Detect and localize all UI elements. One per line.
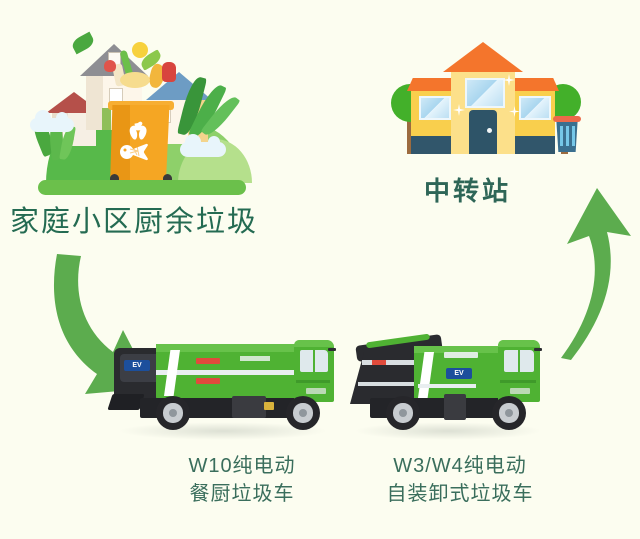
truck-logo-strip xyxy=(444,352,478,358)
station-window-center xyxy=(465,78,505,108)
source-label: 家庭小区厨余垃圾 xyxy=(10,206,259,238)
truck-w3-w4-label: W3/W4纯电动 自装卸式垃圾车 xyxy=(350,452,570,509)
station-window-left xyxy=(419,96,451,120)
cloud-left xyxy=(30,110,74,132)
truck-wheel-front xyxy=(286,396,320,430)
truck-mirror xyxy=(328,348,336,351)
truck-door-line xyxy=(296,380,330,383)
truck-cab-highlight xyxy=(294,340,334,347)
truck-body-stripe xyxy=(418,384,476,388)
truck-w3-w4: EV xyxy=(348,333,548,440)
truck-mirror xyxy=(534,348,542,351)
station-gable-roof xyxy=(443,42,523,72)
scrap-flower xyxy=(132,42,148,58)
truck-w10-label: W10纯电动 餐厨垃圾车 xyxy=(142,452,342,509)
truck-battery-box xyxy=(444,394,466,420)
scrap-pile xyxy=(120,72,150,88)
truck-logo-strip xyxy=(240,356,270,361)
truck-w3-w4-label-line2: 自装卸式垃圾车 xyxy=(386,483,534,506)
truck-wheel-front xyxy=(492,396,526,430)
truck-red-decal-2 xyxy=(196,378,220,384)
truck-body-highlight xyxy=(156,344,296,352)
truck-door-line xyxy=(500,380,536,383)
sparkle-icon-3 xyxy=(509,106,520,117)
ev-badge-icon: EV xyxy=(446,368,472,379)
bin-body-shade xyxy=(110,105,130,185)
transfer-station-illustration xyxy=(385,42,600,176)
kitchen-waste-bin xyxy=(106,97,176,190)
apple-core-icon xyxy=(129,121,147,140)
truck-wheel-rear xyxy=(156,396,190,430)
fish-bone-icon xyxy=(120,143,148,161)
truck-hopper-stripe-1 xyxy=(362,360,424,365)
truck-wheel-rear xyxy=(386,396,420,430)
station-roof-right xyxy=(501,78,559,91)
household-waste-illustration xyxy=(28,20,258,195)
truck-fuel-cap xyxy=(264,402,274,410)
scrap-bottle xyxy=(162,62,176,82)
cloud-right xyxy=(180,134,226,157)
truck-w10-label-line1: W10纯电动 xyxy=(188,455,296,477)
truck-body-stripe xyxy=(156,370,296,375)
truck-w10: EV xyxy=(107,336,336,440)
station-window-right xyxy=(519,96,551,120)
truck-cab-highlight xyxy=(498,340,540,347)
truck-window-divider xyxy=(313,350,315,372)
truck-plate xyxy=(510,388,530,394)
truck-battery-box xyxy=(232,396,266,418)
truck-plate xyxy=(306,388,326,394)
station-door xyxy=(469,110,497,154)
truck-red-decal-1 xyxy=(196,358,220,364)
truck-body-highlight xyxy=(414,346,500,353)
grass-strip xyxy=(38,180,246,195)
station-roof-left xyxy=(407,78,465,91)
truck-w10-label-line2: 餐厨垃圾车 xyxy=(189,483,295,506)
tree-trunk-left xyxy=(407,106,414,154)
station-door-knob xyxy=(487,128,492,133)
station-base-left xyxy=(411,136,463,154)
arrow-trucks-to-station xyxy=(561,188,631,360)
station-base-right xyxy=(503,136,555,154)
truck-hopper-decal xyxy=(372,360,386,365)
station-label: 中转站 xyxy=(424,176,512,206)
ev-badge-icon: EV xyxy=(124,360,150,371)
truck-w3-w4-label-line1: W3/W4纯电动 xyxy=(393,455,527,477)
scrap-mushroom xyxy=(104,60,116,72)
truck-window-divider xyxy=(518,350,520,372)
truck-hopper-stripe-2 xyxy=(358,382,418,386)
